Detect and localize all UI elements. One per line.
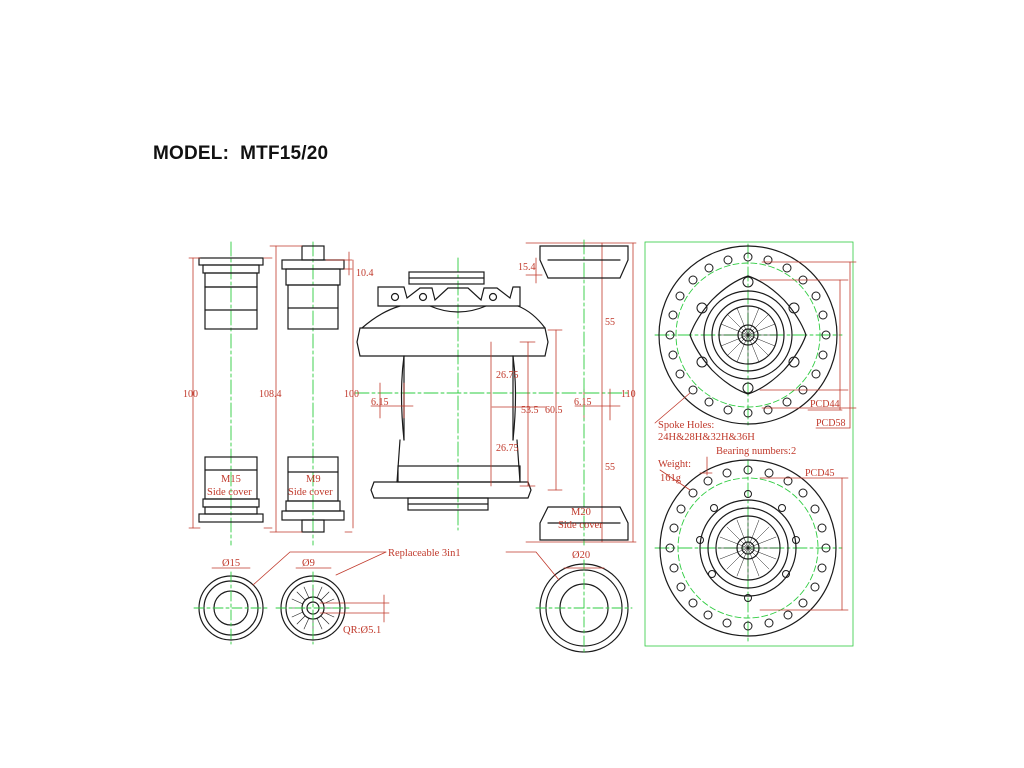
weight-value: 161g — [660, 473, 682, 484]
m20-cap-height-label: 15.4 — [518, 262, 536, 273]
m15-desc-label: Side cover — [207, 487, 252, 498]
spoke-holes-value: 24H&28H&32H&36H — [658, 432, 755, 443]
drive-side-view — [654, 459, 843, 645]
m15-diameter-label: Ø15 — [222, 558, 240, 569]
m9-diameter-label: Ø9 — [302, 558, 315, 569]
m15-length-label: 100 — [183, 389, 198, 400]
hub-offset-left-label: 6.15 — [371, 397, 389, 408]
hub-half-lower-label: 55 — [605, 462, 615, 473]
rotor-side-view — [644, 241, 854, 647]
m15-adapter-drawing — [198, 241, 264, 546]
hub-flange-dia-label: 60.5 — [545, 405, 563, 416]
hub-overall-right-label: 110 — [621, 389, 636, 400]
weight-label: Weight: — [658, 459, 691, 470]
m9-adapter-drawing — [281, 241, 345, 546]
hub-offset-right-label: 6.15 — [574, 397, 592, 408]
m9-length-label: 108.4 — [259, 389, 282, 400]
m9-desc-label: Side cover — [288, 487, 333, 498]
m20-desc-label: Side cover — [558, 520, 603, 531]
pcd58-label: PCD58 — [816, 418, 845, 429]
hub-lower-half-label: 26.75 — [496, 443, 519, 454]
hub-body-drawing — [354, 257, 631, 531]
replaceable-label: Replaceable 3in1 — [388, 548, 461, 559]
model-prefix: MODEL: — [153, 143, 230, 164]
m9-cap-height-label: 10.4 — [356, 268, 374, 279]
pcd44-label: PCD44 — [810, 399, 839, 410]
rotor-bolt-holes — [696, 276, 800, 394]
bearing-label: Bearing numbers:2 — [716, 446, 796, 457]
m20-diameter-label: Ø20 — [572, 550, 590, 561]
model-title: MODEL: MTF15/20 — [153, 143, 328, 165]
m9-end-view — [275, 571, 351, 645]
m20-adapter-drawing — [539, 239, 629, 546]
hub-upper-half-label: 26.75 — [496, 370, 519, 381]
hub-overall-left-label: 100 — [344, 389, 359, 400]
hub-flange-span-label: 53.5 — [521, 405, 539, 416]
m9-qr-label: QR:Ø5.1 — [343, 625, 381, 636]
m15-name-label: M15 — [221, 474, 241, 485]
model-name: MTF15/20 — [240, 143, 329, 164]
spoke-holes-label: Spoke Holes: — [658, 420, 714, 431]
m15-end-view — [193, 571, 269, 645]
m20-end-view — [535, 559, 633, 656]
m20-name-label: M20 — [571, 507, 591, 518]
pcd45-label: PCD45 — [805, 468, 834, 479]
drive-spoke-holes — [665, 465, 831, 631]
hub-half-upper-label: 55 — [605, 317, 615, 328]
m9-name-label: M9 — [306, 474, 321, 485]
